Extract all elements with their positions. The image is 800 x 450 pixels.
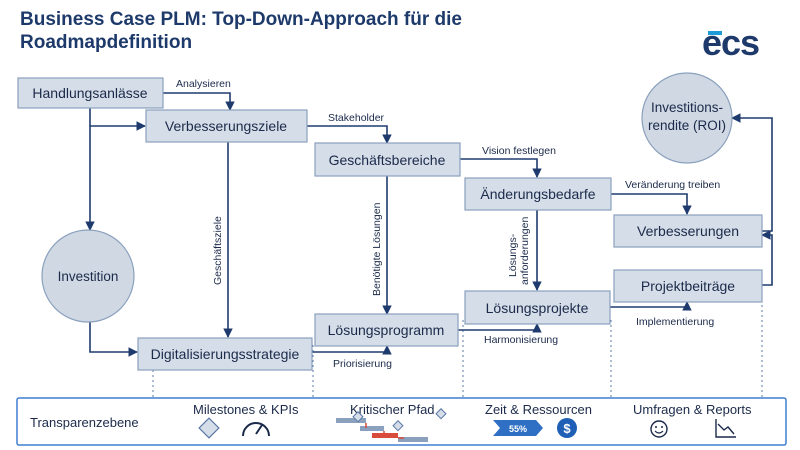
box-digitalisierungsstrategie <box>137 337 313 371</box>
smiley-icon <box>650 420 668 438</box>
label-benoetigte-loesungen: Benötigte Lösungen <box>371 202 383 296</box>
circle-roi-label-line2: rendite (ROI) <box>648 118 726 133</box>
box-loesungsprogramm-label: Lösungsprogramm <box>328 322 445 338</box>
circle-investition-label: Investition <box>58 269 119 284</box>
arrow-loesungsprogramm-to-loesungsprojekte <box>458 323 542 333</box>
box-verbesserungen-label: Verbesserungen <box>637 223 739 239</box>
page-title: Business Case PLM: Top-Down-Approach für… <box>20 9 462 53</box>
trend-chart-icon <box>715 419 736 438</box>
label-geschaeftsziele: Geschäftsziele <box>212 216 224 285</box>
circle-roi <box>641 72 733 164</box>
arrow-projektbeitraege-to-verbesserungen <box>761 230 773 286</box>
logo-text: ecs <box>702 24 759 63</box>
box-loesungsprogramm <box>314 313 459 347</box>
label-stakeholder: Stakeholder <box>328 112 385 124</box>
arrow-loesungsprojekte-to-projektbeitraege <box>610 301 692 311</box>
box-loesungsprojekte-label: Lösungsprojekte <box>486 300 589 316</box>
progress-arrow-icon: 55% <box>493 420 543 436</box>
box-verbesserungen <box>613 214 763 248</box>
transparency-label: Transparenzebene <box>30 415 139 430</box>
circle-roi-label-line1: Investitions- <box>651 100 723 115</box>
band-item-milestones-label: Milestones & KPIs <box>193 402 299 417</box>
box-loesungsprojekte <box>464 290 611 325</box>
box-aenderungsbedarfe-label: Änderungsbedarfe <box>480 186 595 202</box>
label-harmonisierung: Harmonisierung <box>484 334 558 346</box>
label-vision-festlegen: Vision festlegen <box>482 145 556 157</box>
band-item-kritischer-pfad-label: Kritischer Pfad <box>350 402 435 417</box>
box-projektbeitraege <box>613 269 763 303</box>
box-geschaeftsbereiche-label: Geschäftsbereiche <box>329 152 446 168</box>
label-priorisierung: Priorisierung <box>333 358 392 370</box>
circle-investition <box>41 229 135 323</box>
box-geschaeftsbereiche <box>314 142 461 177</box>
box-aenderungsbedarfe <box>464 177 612 211</box>
progress-label: 55% <box>509 424 527 434</box>
dollar-icon: $ <box>557 418 577 438</box>
box-verbesserungsziele <box>145 109 308 143</box>
arrow-verbesserungsziele-to-geschaeftsbereiche <box>307 125 392 144</box>
label-veraenderung-treiben: Veränderung treiben <box>625 179 720 191</box>
svg-text:$: $ <box>563 421 571 436</box>
box-verbesserungsziele-label: Verbesserungsziele <box>165 118 287 134</box>
label-loesungsanforderungen-1: Lösungs- <box>507 233 519 277</box>
box-projektbeitraege-label: Projektbeiträge <box>641 278 735 294</box>
label-analysieren: Analysieren <box>176 78 231 90</box>
arrow-verbesserungen-to-roi <box>731 113 773 232</box>
arrow-handlung-to-verbesserungsziele <box>163 92 235 111</box>
box-handlungsanlaesse <box>17 77 164 109</box>
box-digitalisierungsstrategie-label: Digitalisierungsstrategie <box>151 346 300 362</box>
gantt-icon <box>336 408 447 442</box>
arrow-geschaeftsbereiche-to-aenderungsbedarfe <box>460 158 542 178</box>
box-handlungsanlaesse-label: Handlungsanlässe <box>32 85 147 101</box>
label-implementierung: Implementierung <box>636 316 714 328</box>
ecs-logo: ecs <box>702 24 760 63</box>
gauge-icon <box>242 422 270 437</box>
logo-accent <box>708 31 722 35</box>
arrow-investition-to-digitalisierungsstrategie <box>89 322 138 357</box>
arrow-digitalisierung-to-loesungsprogramm <box>312 345 392 355</box>
band-item-umfragen-label: Umfragen & Reports <box>633 402 752 417</box>
label-loesungsanforderungen-2: anforderungen <box>519 217 531 285</box>
band-item-zeit-ressourcen-label: Zeit & Ressourcen <box>485 402 592 417</box>
arrow-aenderungsbedarfe-to-verbesserungen <box>611 193 692 215</box>
diamond-icon <box>198 417 220 439</box>
